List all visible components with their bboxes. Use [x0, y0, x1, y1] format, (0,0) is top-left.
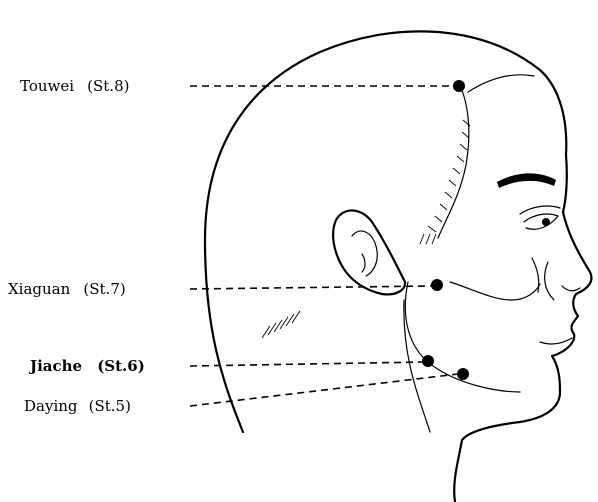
label-jiache: Jiache (St.6)	[28, 356, 145, 375]
ear-inner	[352, 231, 377, 276]
hair-front-line	[468, 75, 534, 92]
point-marker-jiache	[422, 355, 434, 367]
label-daying: Daying (St.5)	[24, 396, 131, 415]
face-profile-outline	[454, 155, 591, 502]
leader-daying	[190, 374, 458, 406]
head-back-outline	[205, 31, 566, 432]
head-illustration	[205, 31, 591, 502]
point-marker-touwei	[453, 80, 465, 92]
eye	[524, 214, 558, 229]
label-touwei: Touwei (St.8)	[20, 76, 129, 95]
cheekbone-line	[450, 282, 540, 300]
point-marker-xiaguan	[431, 279, 443, 291]
point-markers	[422, 80, 469, 380]
ear-outline	[333, 210, 405, 294]
neck-hatching	[262, 311, 300, 338]
cheek-line	[545, 262, 554, 300]
mouth	[540, 338, 572, 344]
eye-pupil	[542, 218, 550, 226]
label-xiaguan: Xiaguan (St.7)	[8, 279, 126, 298]
leader-jiache	[190, 362, 424, 366]
leader-xiaguan	[190, 286, 432, 289]
nostril	[562, 286, 580, 291]
point-marker-daying	[457, 368, 469, 380]
sideburn-hatching	[420, 234, 436, 244]
eyelid	[520, 206, 560, 214]
hairline	[438, 82, 469, 238]
point-labels: Touwei (St.8) Xiaguan (St.7) Jiache (St.…	[8, 76, 145, 415]
eyebrow	[497, 173, 556, 188]
ear-canal	[362, 254, 365, 272]
